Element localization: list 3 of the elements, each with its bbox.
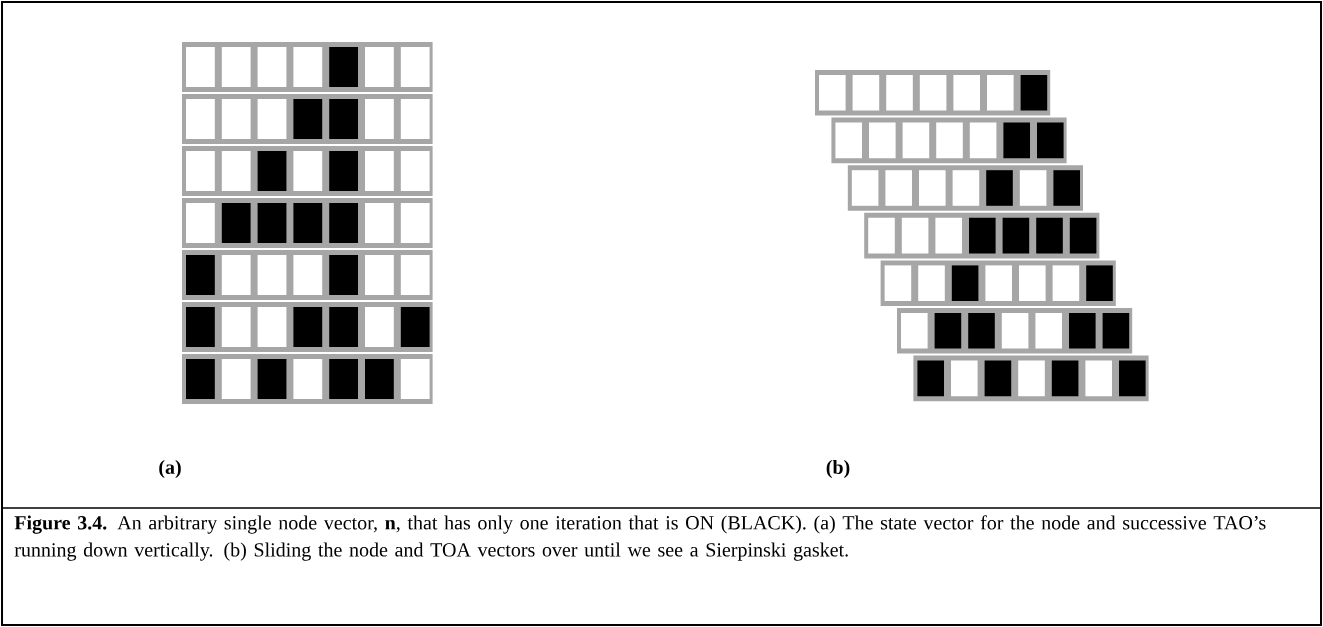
caption: Figure 3.4. An arbitrary single node vector, n, that has only one iteration that is ON (BLACK). (a) The state vector for the node and successive TAO’s running down vertically. (b) Sliding the node and TOA vectors over until we see a Sierpinski gasket. — [14, 515, 1266, 561]
panel-label: (a) — [159, 459, 181, 479]
panel-label: (b) — [826, 459, 850, 479]
